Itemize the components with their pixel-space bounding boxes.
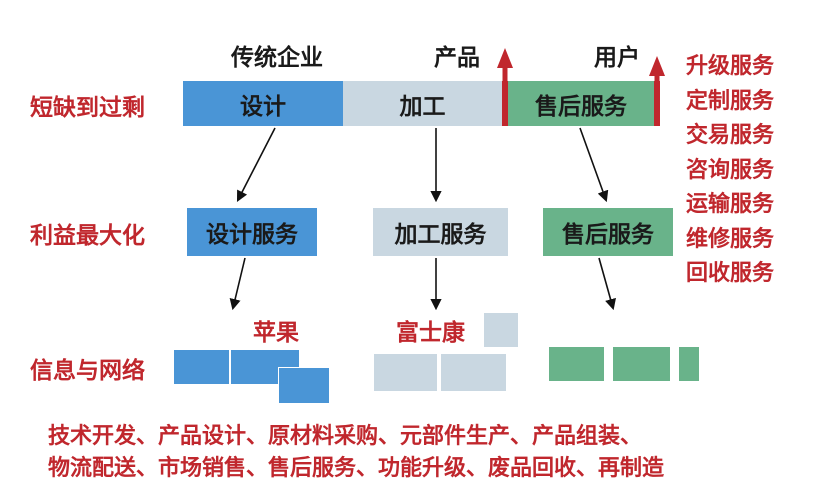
- stage1-process-box: 加工: [343, 81, 502, 126]
- service-item: 升级服务: [686, 54, 775, 79]
- user-divider: [654, 81, 660, 126]
- company-apple-label: 苹果: [253, 320, 299, 346]
- network-design-block: [278, 367, 330, 404]
- services-list: 升级服务 定制服务 交易服务 咨询服务 运输服务 维修服务 回收服务: [686, 50, 774, 292]
- network-process-block: [440, 353, 507, 392]
- stage1-design-box: 设计: [183, 81, 343, 126]
- arrow-after-sales-to-service: [579, 127, 609, 203]
- service-item: 咨询服务: [686, 157, 775, 183]
- service-item: 维修服务: [686, 226, 775, 252]
- stage2-after-sales-service-box: 售后服务: [543, 208, 673, 256]
- service-item: 回收服务: [686, 261, 775, 286]
- stage2-design-service-label: 设计服务: [206, 222, 298, 248]
- stage1-after-sales-label: 售后服务: [535, 93, 627, 120]
- header-product: 产品: [434, 45, 480, 71]
- service-item: 运输服务: [686, 192, 775, 217]
- arrow-after-sales-service-to-network: [598, 257, 616, 311]
- row-label-information-and-network: 信息与网络: [30, 358, 145, 384]
- row-label-profit-maximization: 利益最大化: [30, 223, 145, 249]
- product-divider: [502, 81, 508, 126]
- network-after-sales-block: [548, 346, 605, 382]
- network-process-block: [373, 353, 438, 392]
- network-process-block: [483, 312, 519, 348]
- value-chain-line-1: 技术开发、产品设计、原材料采购、元部件生产、产品组装、: [48, 424, 643, 449]
- stage2-after-sales-service-label: 售后服务: [562, 222, 654, 248]
- service-item: 交易服务: [686, 123, 775, 148]
- stage2-process-service-box: 加工服务: [373, 208, 508, 256]
- stage1-design-label: 设计: [240, 93, 286, 120]
- stage1-process-label: 加工: [399, 93, 446, 120]
- header-user: 用户: [594, 45, 640, 71]
- stage2-process-service-label: 加工服务: [394, 222, 487, 248]
- header-traditional-enterprise: 传统企业: [231, 45, 323, 71]
- value-chain-line-2: 物流配送、市场销售、售后服务、功能升级、废品回收、再制造: [48, 456, 665, 481]
- arrow-design-to-service: [236, 127, 276, 202]
- network-after-sales-block: [678, 346, 700, 382]
- company-foxconn-label: 富士康: [396, 320, 465, 346]
- network-design-block: [173, 349, 230, 385]
- service-item: 定制服务: [686, 88, 775, 114]
- stage2-design-service-box: 设计服务: [187, 208, 317, 256]
- stage1-after-sales-box: 售后服务: [508, 81, 654, 126]
- arrow-design-service-to-network: [229, 257, 246, 311]
- row-label-shortage-to-surplus: 短缺到过剩: [30, 95, 145, 121]
- network-after-sales-block: [612, 346, 671, 382]
